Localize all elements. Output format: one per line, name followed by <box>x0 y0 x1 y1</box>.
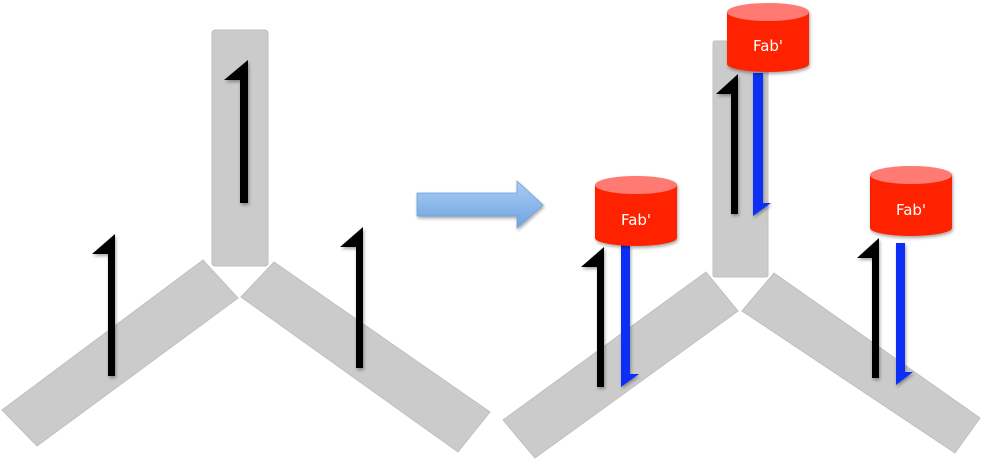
complement-strand-right <box>896 243 913 385</box>
fab-cylinder-top: Fab' <box>727 3 809 72</box>
dna-strand-right <box>857 238 879 378</box>
complement-strand-left <box>621 245 639 387</box>
fab-cylinder-body <box>727 12 809 72</box>
dna-strand-left <box>92 234 115 376</box>
complement-strand-top <box>753 73 771 216</box>
dna-strand-top <box>716 74 738 214</box>
after-scaffold: Fab' Fab' Fab' <box>502 3 981 459</box>
scaffold-arm-left <box>1 259 239 447</box>
dna-strand-right <box>340 227 363 368</box>
dna-strand-left <box>581 247 604 387</box>
fab-cylinder-body <box>595 185 677 246</box>
fab-label: Fab' <box>621 211 651 229</box>
fab-cylinder-right: Fab' <box>870 166 952 236</box>
fab-label: Fab' <box>753 37 783 55</box>
dna-strand-top <box>224 60 248 203</box>
scaffold-arm-left <box>502 271 739 459</box>
fab-cylinder-body <box>870 175 952 236</box>
fab-label: Fab' <box>896 201 926 219</box>
fab-cylinder-cap <box>727 3 809 21</box>
transition-arrow <box>416 180 544 229</box>
fab-cylinder-left: Fab' <box>595 176 677 246</box>
scaffold-arm-right <box>240 261 491 453</box>
fab-cylinder-cap <box>870 166 952 184</box>
scaffold-arm-right <box>741 272 981 454</box>
before-scaffold <box>1 29 491 453</box>
arrow-right-icon <box>416 180 544 229</box>
fab-cylinder-cap <box>595 176 677 194</box>
